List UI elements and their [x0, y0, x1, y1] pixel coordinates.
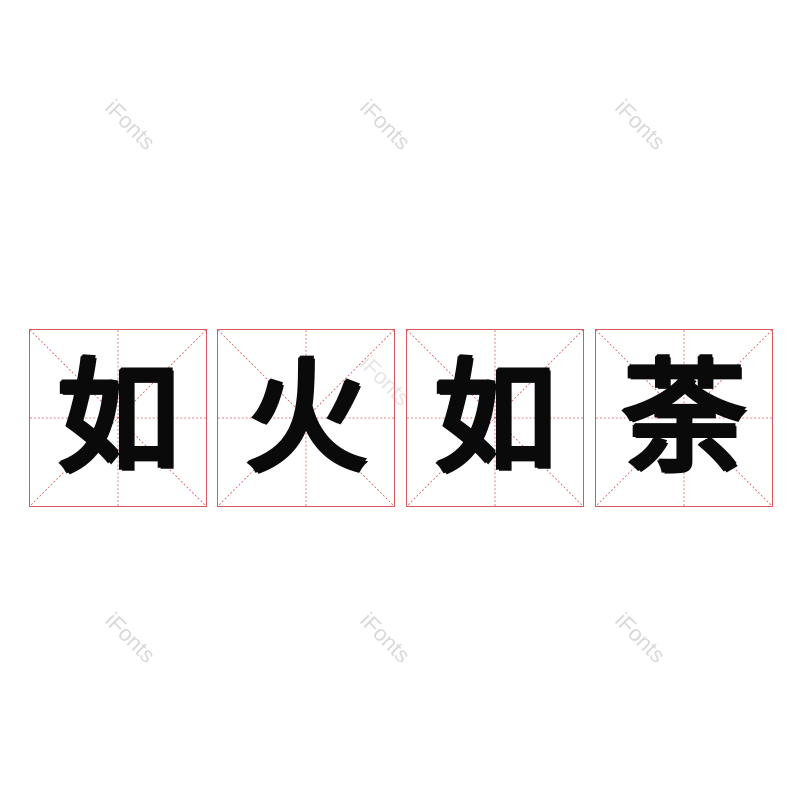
watermark-text: iFonts — [100, 607, 161, 668]
watermark-text: iFonts — [610, 607, 671, 668]
mi-grid-guides — [218, 330, 394, 506]
character-tile: 如 — [406, 329, 584, 507]
character-tile: 荼 — [595, 329, 773, 507]
character-glyph: 荼 — [623, 347, 745, 489]
watermark-text: iFonts — [610, 94, 671, 155]
watermark-text: iFonts — [355, 607, 416, 668]
character-glyph: 如 — [57, 347, 179, 489]
character-tile: 火 — [217, 329, 395, 507]
watermark-text: iFonts — [100, 94, 161, 155]
character-glyph: 火 — [245, 347, 367, 489]
mi-grid-guides — [30, 330, 206, 506]
mi-grid-guides — [407, 330, 583, 506]
watermark-text: iFonts — [355, 94, 416, 155]
mi-grid-guides — [596, 330, 772, 506]
character-tile: 如 — [29, 329, 207, 507]
character-grid-row: 如 火 如 — [29, 329, 774, 510]
character-glyph: 如 — [434, 347, 556, 489]
